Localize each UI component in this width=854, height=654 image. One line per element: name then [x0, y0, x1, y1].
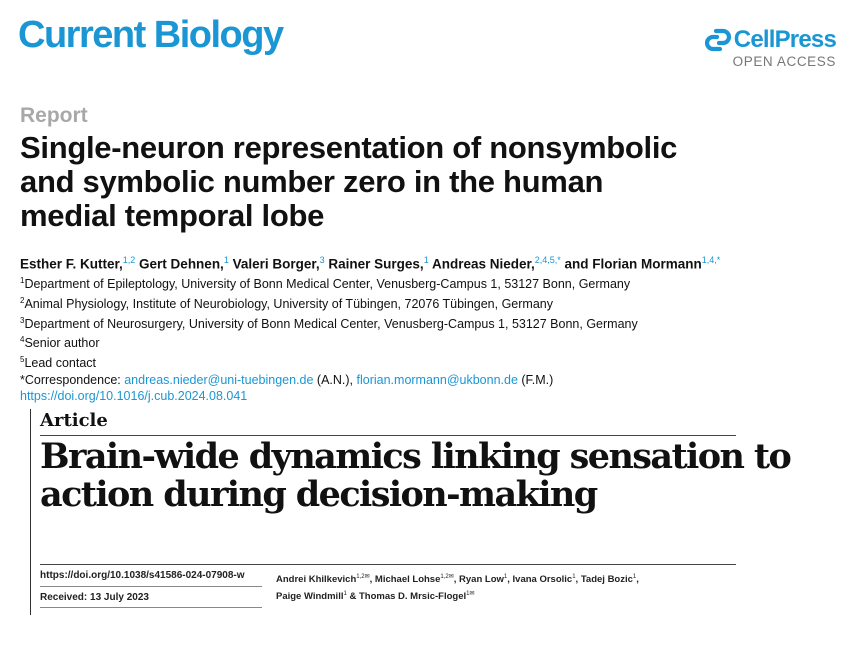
affiliation-text: Senior author — [24, 336, 100, 351]
author-name: , Michael Lohse — [369, 574, 441, 586]
author-name: and Florian Mormann — [560, 256, 702, 272]
email-link-nieder[interactable]: andreas.nieder@uni-tuebingen.de — [124, 372, 314, 387]
affiliation-text: Lead contact — [24, 356, 97, 371]
author-line: Paige Windmill1 & Thomas D. Mrsic-Flogel… — [276, 587, 736, 604]
affiliation-text: Animal Physiology, Institute of Neurobio… — [24, 296, 553, 311]
author-name: Valeri Borger, — [228, 256, 320, 272]
email-link-mormann[interactable]: florian.mormann@ukbonn.de — [356, 372, 518, 387]
correspondence-label: *Correspondence: — [20, 372, 125, 387]
author-name: , Tadej Bozic — [575, 574, 633, 586]
correspondence-initials: (F.M.) — [517, 372, 554, 387]
author-affiliation-sup: 1,4,* — [701, 255, 721, 265]
author-affiliation-sup: 1,2✉ — [440, 574, 454, 580]
doi-link[interactable]: https://doi.org/10.1038/s41586-024-07908… — [40, 570, 245, 581]
author-affiliation-sup: 1 — [632, 574, 637, 580]
affiliation: 3Department of Neurosurgery, University … — [20, 313, 638, 333]
margin-rule — [30, 409, 31, 615]
correspondence-initials: (A.N.), — [313, 372, 357, 387]
author-name: Rainer Surges, — [324, 256, 424, 272]
divider — [40, 586, 262, 587]
affiliations: 1Department of Epileptology, University … — [20, 273, 638, 405]
author-affiliation-sup: 1 — [423, 255, 429, 265]
article-type: Report — [20, 104, 88, 127]
affiliation-sup: 3 — [20, 315, 25, 325]
publisher-name: CellPress — [733, 26, 837, 53]
divider — [40, 607, 262, 608]
cellpress-logo-icon — [704, 28, 731, 52]
received-date: Received: 13 July 2023 — [40, 592, 149, 603]
author-name: Andreas Nieder, — [428, 256, 535, 272]
author-name: & Thomas D. Mrsic-Flogel — [346, 591, 467, 603]
title-line: and symbolic number zero in the human — [20, 164, 604, 199]
affiliation-sup: 1 — [20, 276, 25, 285]
divider — [40, 564, 736, 565]
title-line: Single-neuron representation of nonsymbo… — [20, 130, 678, 165]
title-line: Brain-wide dynamics linking sensation to — [40, 436, 792, 477]
author-name: , Ivana Orsolic — [507, 574, 573, 586]
author-list: Esther F. Kutter,1,2 Gert Dehnen,1 Valer… — [20, 255, 720, 272]
affiliation: 1Department of Epileptology, University … — [20, 273, 638, 293]
affiliation-text: Department of Neurosurgery, University o… — [24, 316, 638, 331]
affiliation-sup: 2 — [20, 295, 25, 305]
author-separator: , — [636, 574, 639, 586]
affiliation: 4Senior author — [20, 332, 638, 352]
author-line: Andrei Khilkevich1,2✉, Michael Lohse1,2✉… — [276, 570, 736, 587]
paper-title: Brain-wide dynamics linking sensation to… — [40, 436, 792, 515]
author-affiliation-sup: 1 — [572, 574, 576, 580]
author-affiliation-sup: 1✉ — [466, 591, 475, 598]
article-type: Article — [40, 410, 108, 431]
title-line: action during decision-making — [40, 474, 598, 515]
paper-title: Single-neuron representation of nonsymbo… — [20, 131, 780, 233]
author-name: Esther F. Kutter, — [20, 256, 123, 272]
cellpress-brand: CellPress OPEN ACCESS — [704, 26, 837, 69]
author-name: Paige Windmill — [276, 591, 344, 603]
affiliation-sup: 4 — [20, 335, 25, 345]
author-name: , Ryan Low — [453, 574, 504, 586]
author-affiliation-sup: 1,2✉ — [356, 574, 370, 580]
author-affiliation-sup: 2,4,5,* — [534, 255, 561, 265]
affiliation: 2Animal Physiology, Institute of Neurobi… — [20, 293, 638, 313]
correspondence: *Correspondence: andreas.nieder@uni-tueb… — [20, 372, 638, 389]
open-access-label: OPEN ACCESS — [732, 54, 836, 69]
journal-title: Current Biology — [18, 14, 284, 56]
author-affiliation-sup: 1,2 — [122, 255, 136, 265]
author-affiliation-sup: 3 — [319, 255, 325, 265]
author-name: Andrei Khilkevich — [276, 574, 357, 586]
affiliation-sup: 5 — [20, 355, 25, 364]
author-affiliation-sup: 1 — [503, 574, 508, 580]
author-affiliation-sup: 1 — [343, 591, 347, 598]
author-list: Andrei Khilkevich1,2✉, Michael Lohse1,2✉… — [276, 570, 736, 604]
author-name: Gert Dehnen, — [135, 256, 224, 272]
cellpress-logo: CellPress — [704, 26, 837, 53]
divider — [40, 435, 736, 436]
doi-link[interactable]: https://doi.org/10.1016/j.cub.2024.08.04… — [20, 389, 248, 404]
affiliation: 5Lead contact — [20, 352, 638, 372]
title-line: medial temporal lobe — [20, 198, 325, 233]
author-affiliation-sup: 1 — [223, 255, 229, 265]
affiliation-text: Department of Epileptology, University o… — [24, 277, 631, 292]
